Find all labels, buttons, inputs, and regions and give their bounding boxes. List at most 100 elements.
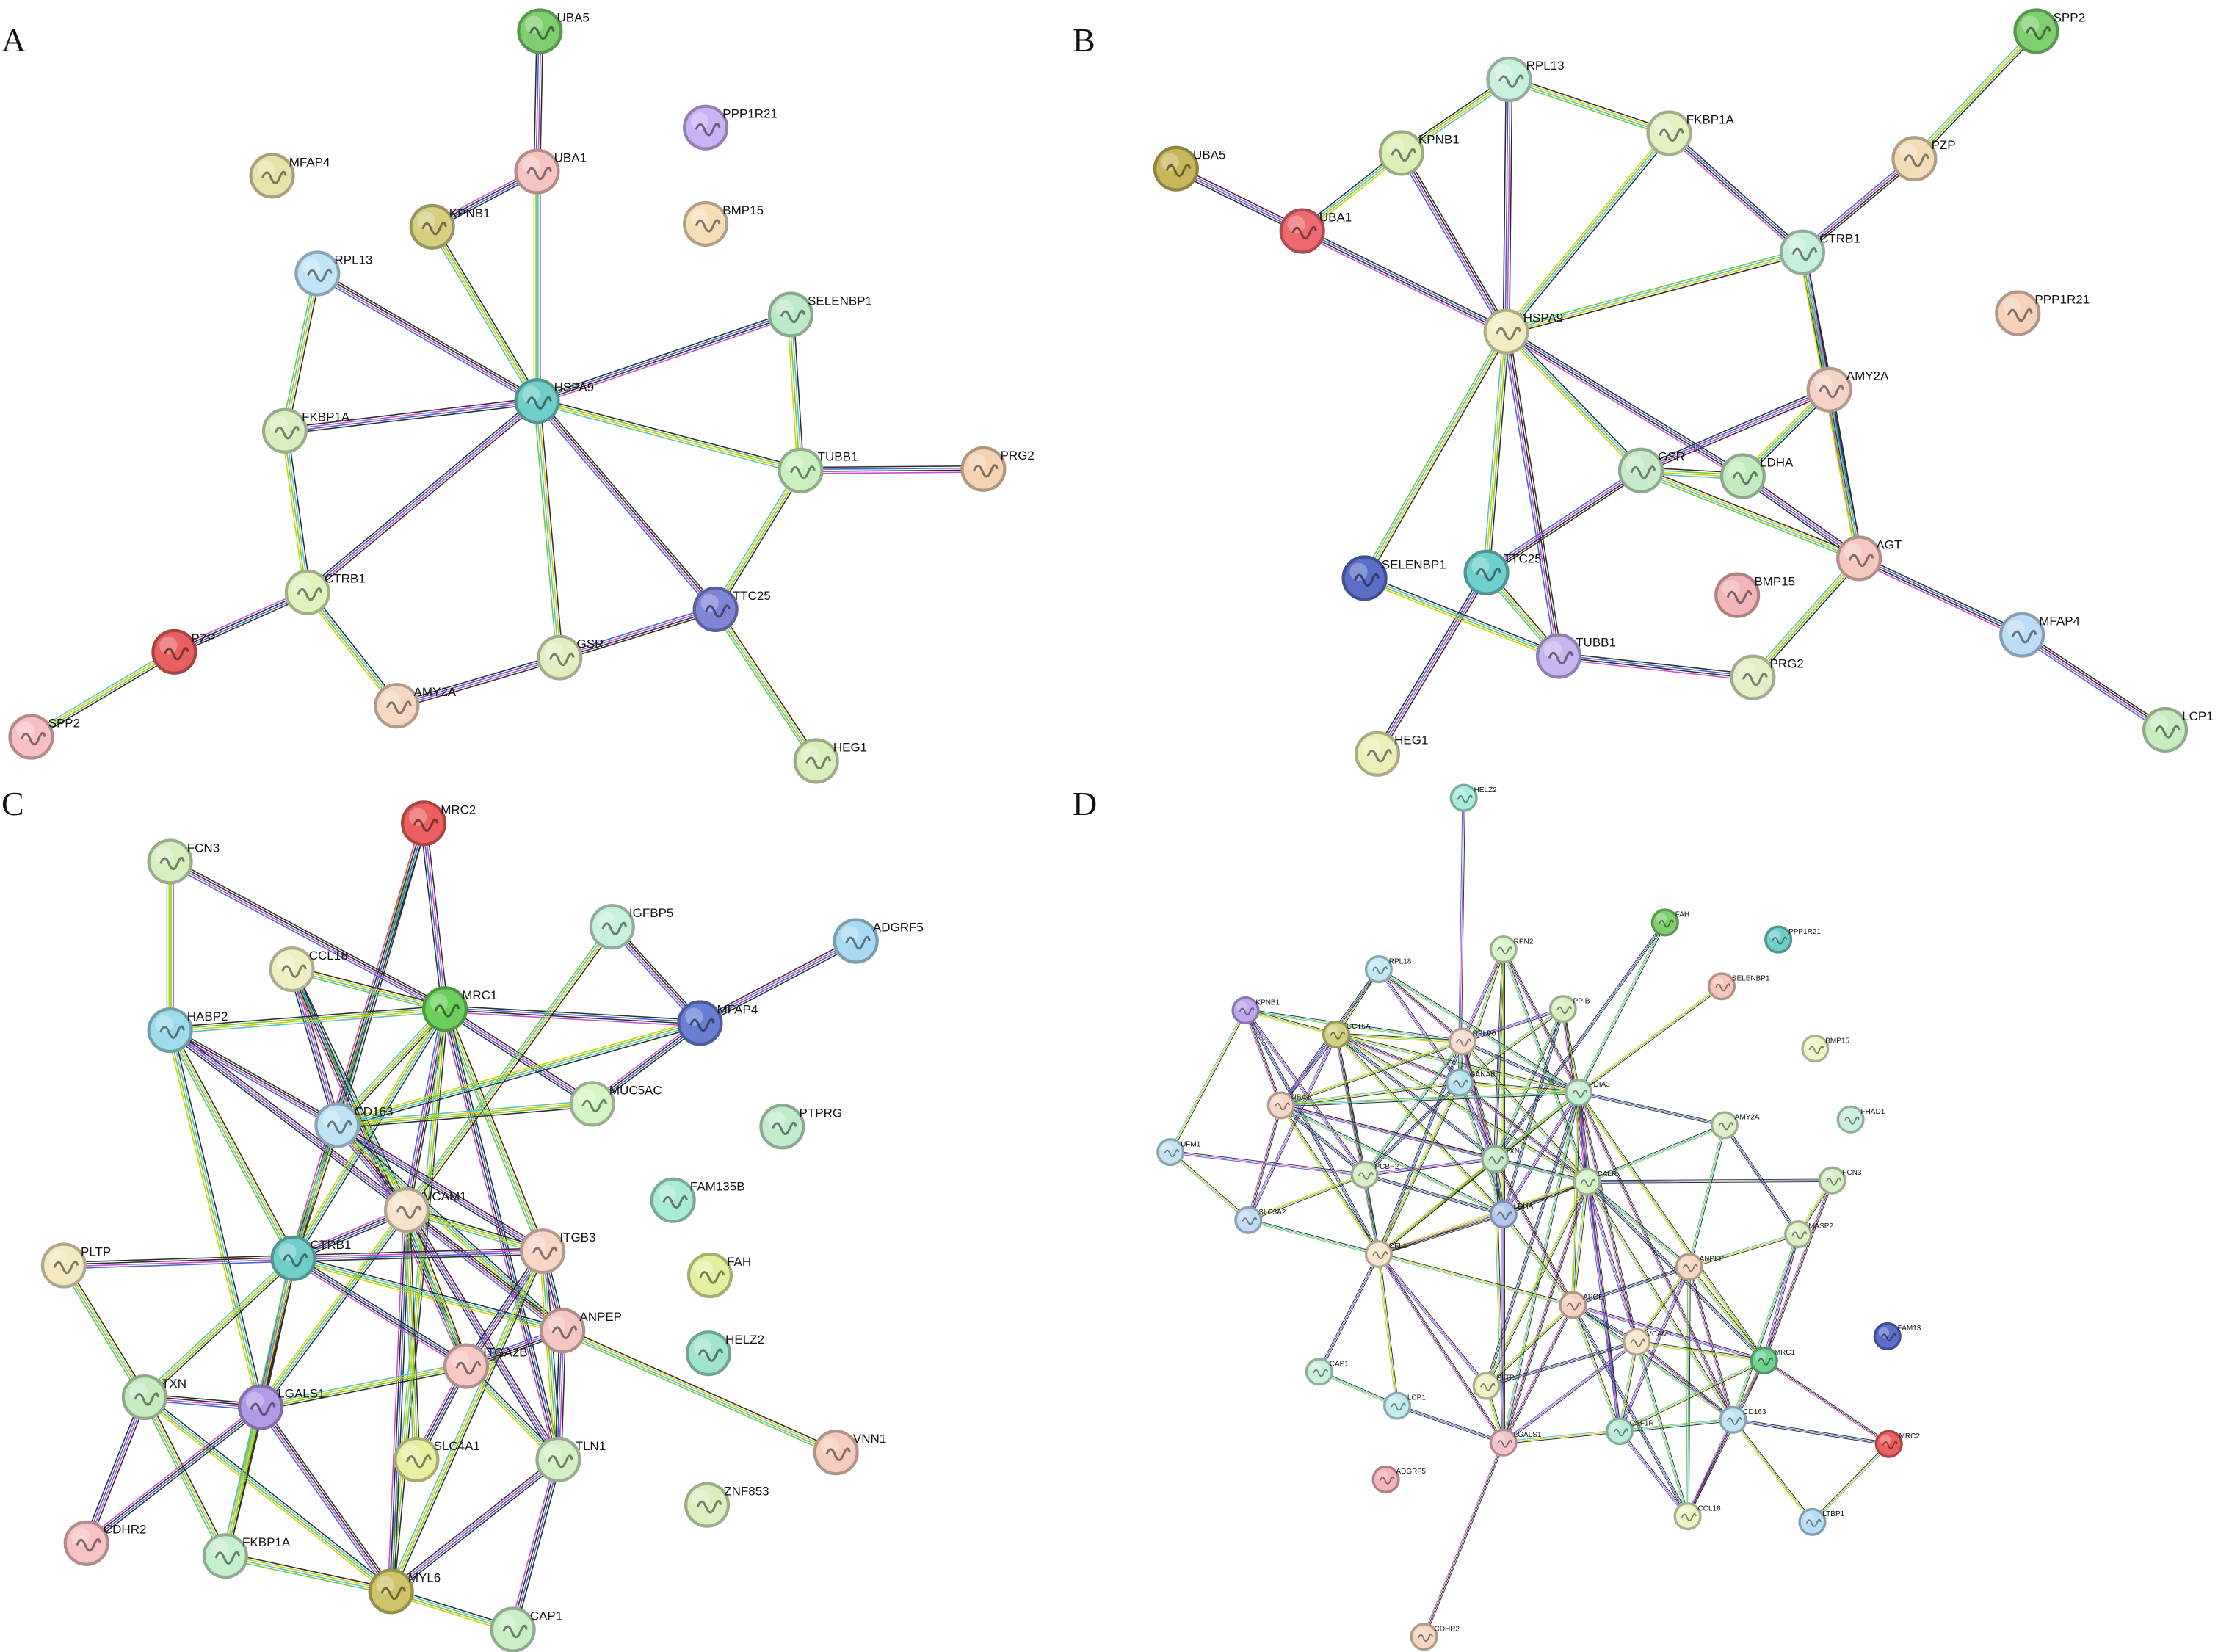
node-ccl18[interactable]: CCL18 <box>1673 1502 1721 1531</box>
node-rplp0[interactable]: RPLP0 <box>1448 1027 1496 1056</box>
node-rpl13[interactable]: RPL13 <box>294 250 372 297</box>
node-muc5ac[interactable]: MUC5AC <box>569 1081 662 1127</box>
node-cct6a[interactable]: CCT6A <box>1322 1020 1371 1048</box>
node-kpnb1[interactable]: KPNB1 <box>1231 996 1280 1025</box>
node-ltbp1[interactable]: LTBP1 <box>1798 1507 1845 1536</box>
node-cdhr2[interactable]: CDHR2 <box>63 1520 147 1566</box>
node-fah[interactable]: FAH <box>1650 908 1689 937</box>
node-hspa9[interactable]: HSPA9 <box>1483 308 1564 355</box>
node-cap1[interactable]: CAP1 <box>490 1606 563 1652</box>
node-ttc25[interactable]: TTC25 <box>1463 549 1542 595</box>
node-cd163[interactable]: CD163 <box>314 1102 393 1148</box>
node-anpep[interactable]: ANPEP <box>540 1308 622 1354</box>
node-cfl1[interactable]: CFL1 <box>1364 1239 1407 1269</box>
node-gsr[interactable]: GSR <box>537 634 604 681</box>
node-txn[interactable]: TXN <box>121 1374 186 1421</box>
node-igfbp5[interactable]: IGFBP5 <box>589 904 674 950</box>
node-ppp1r21[interactable]: PPP1R21 <box>683 104 778 151</box>
node-ppp1r21[interactable]: PPP1R21 <box>1764 925 1822 954</box>
node-ufm1[interactable]: UFM1 <box>1156 1138 1201 1167</box>
node-fkbp1a[interactable]: FKBP1A <box>1646 110 1735 156</box>
node-agt[interactable]: AGT <box>1836 535 1902 582</box>
node-heg1[interactable]: HEG1 <box>793 738 867 784</box>
node-bmp15[interactable]: BMP15 <box>1714 572 1795 618</box>
node-heg1[interactable]: HEG1 <box>1354 731 1428 777</box>
node-slc3a2[interactable]: SLC3A2 <box>1234 1206 1286 1234</box>
node-ldha[interactable]: LDHA <box>1489 1200 1534 1229</box>
node-slc4a1[interactable]: SLC4A1 <box>394 1436 480 1482</box>
node-mrc1[interactable]: MRC1 <box>421 986 497 1032</box>
node-ctrb1[interactable]: CTRB1 <box>270 1235 352 1281</box>
node-mfap4[interactable]: MFAP4 <box>1999 612 2080 658</box>
node-fkbp1a[interactable]: FKBP1A <box>202 1533 291 1579</box>
node-ptprg[interactable]: PTPRG <box>759 1104 842 1150</box>
node-ctrb1[interactable]: CTRB1 <box>284 569 366 615</box>
node-prg2[interactable]: PRG2 <box>1730 654 1804 700</box>
node-adgrf5[interactable]: ADGRF5 <box>833 918 924 964</box>
node-lgals1[interactable]: LGALS1 <box>238 1384 325 1430</box>
node-txn[interactable]: TXN <box>1481 1145 1520 1173</box>
node-cap1[interactable]: CAP1 <box>1305 1358 1349 1386</box>
node-amy2a[interactable]: AMY2A <box>1806 366 1889 413</box>
node-fcn3[interactable]: FCN3 <box>1818 1166 1862 1195</box>
node-fcn3[interactable]: FCN3 <box>147 838 220 885</box>
node-vcam1[interactable]: VCAM1 <box>1623 1327 1672 1356</box>
node-spp2[interactable]: SPP2 <box>8 714 81 760</box>
node-ctrb1[interactable]: CTRB1 <box>1779 229 1860 275</box>
node-uba5[interactable]: UBA5 <box>517 8 590 54</box>
node-ganab[interactable]: GANAB <box>1445 1068 1496 1097</box>
node-lcp1[interactable]: LCP1 <box>1382 1391 1427 1420</box>
node-uba5[interactable]: UBA5 <box>1153 145 1226 192</box>
node-amy2a[interactable]: AMY2A <box>1710 1111 1760 1140</box>
node-mrc2[interactable]: MRC2 <box>1874 1430 1920 1458</box>
node-fah[interactable]: FAH <box>686 1252 751 1299</box>
node-mfap4[interactable]: MFAP4 <box>677 1000 758 1046</box>
node-uba1[interactable]: UBA1 <box>1279 208 1352 254</box>
node-lgals1[interactable]: LGALS1 <box>1489 1428 1542 1457</box>
node-rpl13[interactable]: RPL13 <box>1486 57 1565 103</box>
node-ldha[interactable]: LDHA <box>1719 453 1794 499</box>
node-helz2[interactable]: HELZ2 <box>685 1330 764 1377</box>
node-csf1r[interactable]: CSF1R <box>1605 1417 1654 1446</box>
node-helz2[interactable]: HELZ2 <box>1449 783 1497 812</box>
node-hspa9[interactable]: HSPA9 <box>514 378 595 424</box>
node-uba1[interactable]: UBA1 <box>1266 1091 1311 1120</box>
node-rpn2[interactable]: RPN2 <box>1489 935 1534 964</box>
node-tubb1[interactable]: TUBB1 <box>778 447 858 493</box>
node-tln1[interactable]: TLN1 <box>535 1436 606 1482</box>
node-pltp[interactable]: PLTP <box>1472 1372 1515 1400</box>
node-masp2[interactable]: MASP2 <box>1784 1220 1834 1249</box>
node-vcam1[interactable]: VCAM1 <box>383 1187 467 1233</box>
node-mrc1[interactable]: MRC1 <box>1750 1346 1796 1374</box>
node-anpep[interactable]: ANPEP <box>1675 1253 1725 1281</box>
node-apoe[interactable]: APOE <box>1559 1291 1603 1319</box>
node-pdia3[interactable]: PDIA3 <box>1564 1078 1611 1107</box>
node-ppib[interactable]: PPIB <box>1548 995 1590 1024</box>
node-spp2[interactable]: SPP2 <box>2013 8 2085 54</box>
node-selenbp1[interactable]: SELENBP1 <box>767 291 872 338</box>
node-amy2a[interactable]: AMY2A <box>374 683 457 729</box>
node-ttc25[interactable]: TTC25 <box>692 586 771 632</box>
node-mfap4[interactable]: MFAP4 <box>249 153 330 199</box>
node-pzp[interactable]: PZP <box>1891 136 1956 182</box>
node-pzp[interactable]: PZP <box>151 628 216 675</box>
node-mrc2[interactable]: MRC2 <box>400 800 476 847</box>
node-selenbp1[interactable]: SELENBP1 <box>1341 555 1446 601</box>
node-myl6[interactable]: MYL6 <box>368 1568 441 1615</box>
node-pcbp2[interactable]: PCBP2 <box>1350 1160 1399 1189</box>
node-cdhr2[interactable]: CDHR2 <box>1410 1623 1460 1651</box>
node-fkbp1a[interactable]: FKBP1A <box>261 407 350 454</box>
node-selenbp1[interactable]: SELENBP1 <box>1707 972 1770 1001</box>
node-kpnb1[interactable]: KPNB1 <box>409 203 490 250</box>
node-pltp[interactable]: PLTP <box>40 1242 111 1289</box>
node-ppp1r21[interactable]: PPP1R21 <box>1995 290 2090 336</box>
node-bmp15[interactable]: BMP15 <box>1801 1035 1849 1063</box>
node-rpl18[interactable]: RPL18 <box>1364 955 1412 984</box>
node-tubb1[interactable]: TUBB1 <box>1535 633 1616 679</box>
node-gsr[interactable]: GSR <box>1617 447 1685 493</box>
node-bmp15[interactable]: BMP15 <box>683 200 764 247</box>
node-calr[interactable]: CALR <box>1573 1167 1617 1196</box>
node-ccl18[interactable]: CCL18 <box>269 946 348 993</box>
node-prg2[interactable]: PRG2 <box>960 446 1034 492</box>
node-kpnb1[interactable]: KPNB1 <box>1378 130 1460 176</box>
